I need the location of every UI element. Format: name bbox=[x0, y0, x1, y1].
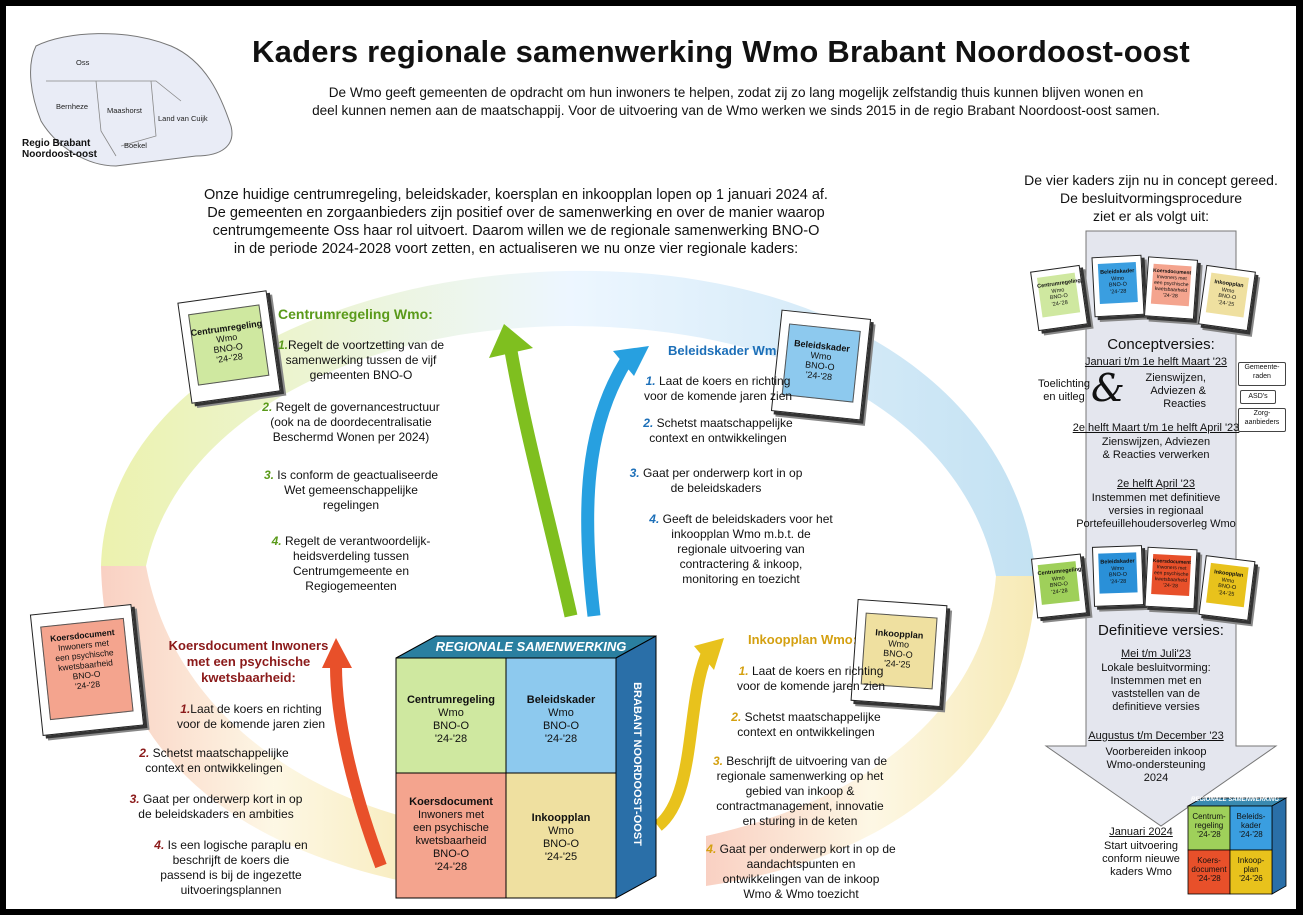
middle-intro-text: Onze huidige centrumregeling, beleidskad… bbox=[204, 187, 828, 257]
centrum-item-2: 2. Regelt de governancestructuur(ook na … bbox=[262, 400, 440, 444]
red-arrow-head bbox=[322, 638, 352, 668]
step2-date: 2e helft Maart t/m 1e helft April '23 bbox=[1072, 422, 1240, 434]
tag-asds: ASD's bbox=[1240, 390, 1276, 404]
cube-top-label: REGIONALE SAMENWERKING bbox=[435, 639, 627, 654]
procedure-intro: De vier kaders zijn nu in concept gereed… bbox=[1024, 172, 1278, 224]
centrum-item-4: 4. Regelt de verantwoordelijk-heidsverde… bbox=[271, 534, 431, 593]
small-cube-top-label: REGIONALE SAMENWERKING bbox=[1190, 797, 1279, 803]
ampersand: & bbox=[1091, 366, 1125, 410]
yellow-arrow-head bbox=[694, 638, 724, 670]
small-cube-bl: Koers-document'24-'28 bbox=[1191, 856, 1227, 883]
cube-br-bg bbox=[505, 772, 617, 899]
small-cube-tr: Beleids-kader'24-'28 bbox=[1236, 812, 1266, 839]
blue-arrow bbox=[581, 357, 632, 617]
tag-gemeenteraden: Gemeente-raden bbox=[1238, 362, 1286, 386]
green-arrow-head bbox=[489, 324, 533, 358]
beleid-title: Beleidskader Wmo: bbox=[668, 343, 789, 358]
step3-date: 2e helft April '23 bbox=[1117, 478, 1195, 490]
infographic-frame: Oss Bernheze Maashorst Land van Cuijk Bo… bbox=[6, 6, 1296, 909]
yellow-arrow bbox=[653, 653, 712, 831]
step5-date: Augustus t/m December '23 bbox=[1088, 730, 1224, 742]
map-label-oss: Oss bbox=[76, 58, 90, 67]
definitieve-label: Definitieve versies: bbox=[1098, 622, 1224, 639]
step4-date: Mei t/m Juli'23 bbox=[1121, 648, 1191, 660]
step1-right: Zienswijzen,Adviezen &Reacties bbox=[1145, 372, 1206, 410]
ring-lower-right bbox=[706, 576, 1036, 886]
cube-tl-bg bbox=[395, 657, 507, 774]
small-cube-side bbox=[1271, 797, 1287, 895]
conceptversies-label: Conceptversies: bbox=[1107, 336, 1215, 353]
small-cube-br: Inkoop-plan'24-'26 bbox=[1237, 856, 1265, 883]
region-map bbox=[30, 33, 233, 167]
cube-side-label: BRABANT NOORDOOST-OOST bbox=[631, 682, 643, 846]
map-label-bernheze: Bernheze bbox=[56, 102, 89, 111]
step2-text: Zienswijzen, Adviezen& Reacties verwerke… bbox=[1101, 436, 1211, 461]
inkoop-title: Inkoopplan Wmo: bbox=[748, 632, 858, 647]
map-label-boekel: Boekel bbox=[124, 141, 147, 150]
centrum-title: Centrumregeling Wmo: bbox=[278, 306, 433, 322]
step1-date: Januari t/m 1e helft Maart '23 bbox=[1084, 356, 1228, 368]
green-arrow bbox=[504, 349, 578, 618]
blue-arrow-head bbox=[613, 346, 649, 376]
step6-date: Januari 2024 bbox=[1109, 826, 1173, 838]
red-arrow bbox=[330, 665, 387, 869]
cube-tr-bg bbox=[505, 657, 617, 774]
tag-zorgaanbieders: Zorg-aanbieders bbox=[1238, 408, 1286, 432]
intro-text: De Wmo geeft gemeenten de opdracht om hu… bbox=[312, 85, 1160, 118]
map-label-landvancuijk: Land van Cuijk bbox=[158, 114, 208, 123]
small-cube-tl: Centrum-regeling'24-'28 bbox=[1192, 812, 1226, 839]
map-label-maashorst: Maashorst bbox=[107, 106, 143, 115]
page-title: Kaders regionale samenwerking Wmo Braban… bbox=[252, 34, 1190, 69]
cube-bl-bg bbox=[395, 772, 507, 899]
